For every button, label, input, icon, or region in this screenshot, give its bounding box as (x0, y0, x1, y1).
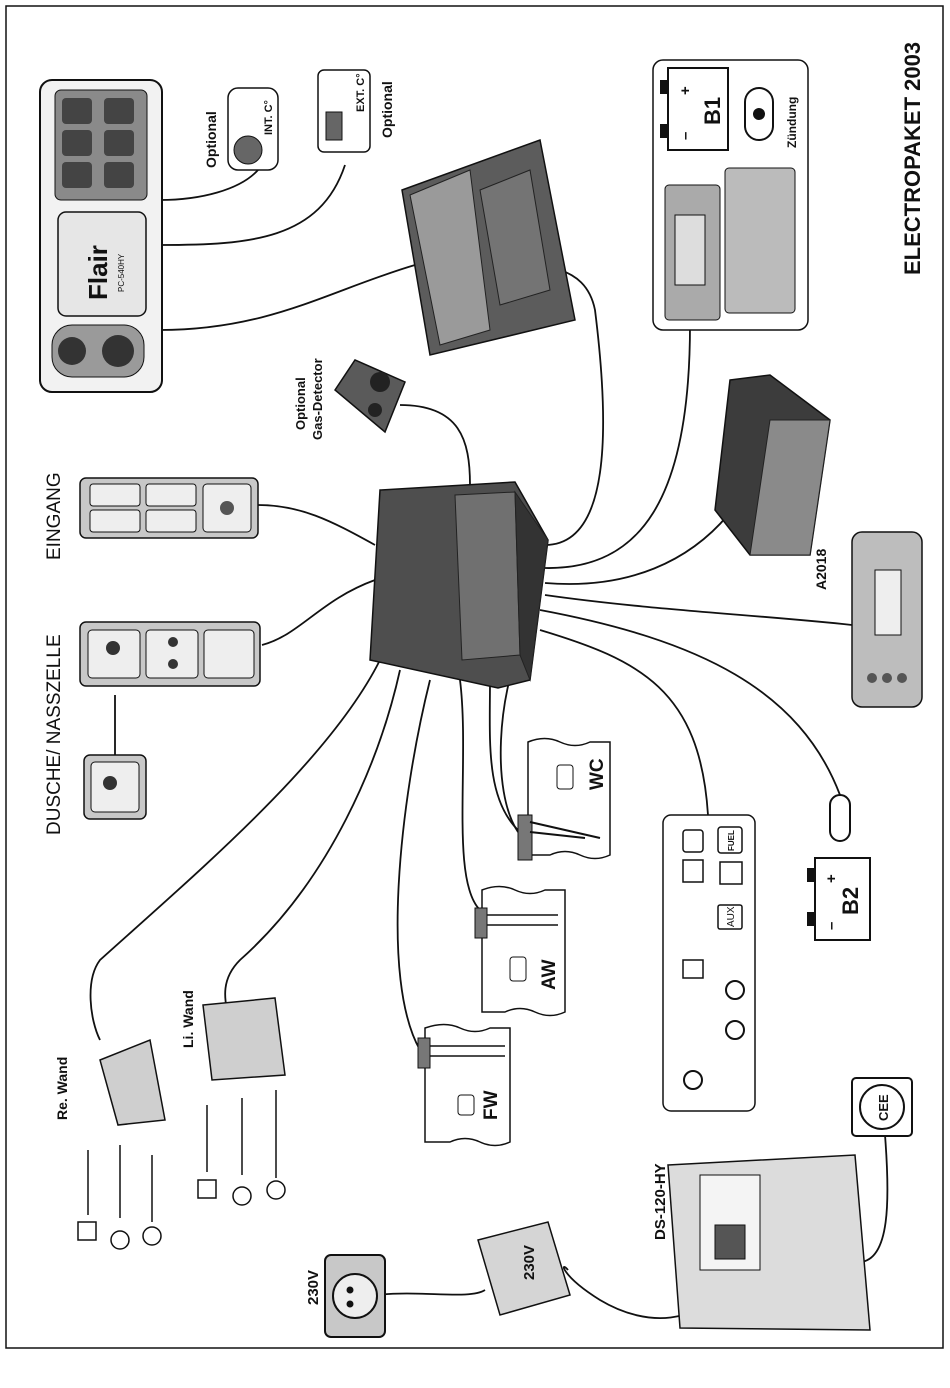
gas-detector (335, 360, 405, 432)
b1-minus: – (677, 132, 694, 140)
panel-brand: Flair (83, 245, 113, 300)
aw-tank (475, 887, 565, 1016)
int-c-label: INT. C° (263, 100, 275, 135)
aw-label: AW (539, 959, 560, 990)
panel-model: PC-540HY (117, 253, 126, 292)
remote-display (852, 532, 922, 707)
eingang-label: EINGANG (44, 472, 65, 560)
fw-tank (418, 1025, 510, 1146)
zuendung-label: Zündung (785, 97, 799, 148)
re-wand-outputs (78, 1145, 161, 1249)
cee-label: CEE (876, 1094, 891, 1121)
charger-230v-label: 230V (521, 1245, 538, 1280)
accessory-symbols (663, 815, 755, 1111)
a2018-label: A2018 (813, 549, 829, 590)
li-wand-outputs (198, 1090, 285, 1205)
upper-distribution-unit (402, 140, 575, 355)
re-wand-label: Re. Wand (54, 1057, 70, 1120)
diagram-title: ELECTROPAKET 2003 (900, 42, 925, 275)
flair-control-panel (40, 80, 162, 392)
charger-a2018 (715, 375, 830, 555)
socket-230v-label: 230V (305, 1270, 322, 1305)
gas-detector-label: Gas-Detector (310, 358, 325, 440)
gas-optional-label: Optional (293, 377, 308, 430)
wc-tank (518, 739, 610, 861)
re-wand-module (100, 1040, 165, 1125)
central-electroblock (370, 482, 548, 688)
b1-label: B1 (700, 97, 725, 125)
fw-label: FW (481, 1090, 502, 1120)
b1-plus: + (677, 86, 694, 95)
b2-plus: + (823, 874, 840, 883)
li-wand-module (203, 998, 285, 1080)
ds120-label: DS-120-HY (652, 1163, 669, 1240)
dusche-single-switch (84, 755, 146, 819)
ext-c-label: EXT. C° (355, 73, 367, 112)
optional-ext-label: Optional (379, 81, 395, 138)
b2-label: B2 (838, 887, 863, 915)
fuel-label: FUEL (727, 830, 736, 851)
dusche-label: DUSCHE/ NASSZELLE (44, 634, 65, 835)
wc-label: WC (587, 758, 608, 790)
dusche-switch-panel (80, 622, 260, 686)
b2-minus: – (823, 922, 840, 930)
fuse-b2 (830, 795, 850, 841)
aux-label: AUX (726, 906, 737, 927)
optional-int-label: Optional (203, 111, 219, 168)
li-wand-label: Li. Wand (180, 990, 196, 1048)
ds120-box (668, 1155, 870, 1330)
eingang-switch-panel (80, 478, 258, 538)
socket-230v (325, 1255, 385, 1337)
